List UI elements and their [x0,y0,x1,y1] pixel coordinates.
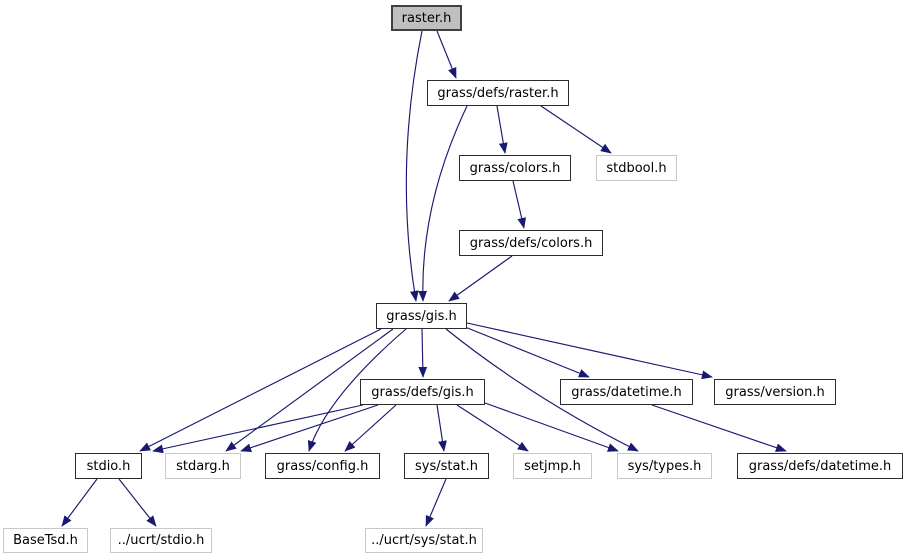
edge-gis-to-stdarg [225,328,394,452]
node-ucrt_stdio: ../ucrt/stdio.h [110,528,212,553]
node-version[interactable]: grass/version.h [714,379,836,405]
node-gis[interactable]: grass/gis.h [376,303,467,329]
edge-gis-to-stdio [139,328,382,452]
edge-gis-to-version [466,322,713,380]
edge-datetime-to-defs_datetime [651,404,787,452]
edge-stdio-to-basetsd [61,478,98,527]
edge-defs_colors-to-gis [448,255,513,302]
edge-defs_raster-to-gis [418,105,468,302]
node-datetime[interactable]: grass/datetime.h [560,379,693,405]
node-defs_raster[interactable]: grass/defs/raster.h [427,80,569,106]
edge-sys_stat-to-ucrt_sys_stat [425,478,447,527]
edge-raster-to-defs_raster [436,30,457,79]
edge-defs_gis-to-setjmp [456,404,529,452]
node-defs_datetime[interactable]: grass/defs/datetime.h [737,453,903,479]
edge-gis-to-sys_types [445,328,639,452]
edge-colors-to-defs_colors [512,180,526,229]
node-stdbool: stdbool.h [596,155,677,181]
node-defs_gis[interactable]: grass/defs/gis.h [360,379,485,405]
node-stdio[interactable]: stdio.h [75,453,142,479]
edge-raster-to-gis [405,30,423,302]
edge-defs_gis-to-stdio [152,404,364,454]
edge-gis-to-datetime [464,326,590,378]
node-colors[interactable]: grass/colors.h [459,155,571,181]
node-config[interactable]: grass/config.h [265,453,380,479]
node-sys_types: sys/types.h [617,453,712,479]
edge-defs_gis-to-config [344,404,397,452]
node-ucrt_sys_stat: ../ucrt/sys/stat.h [365,528,483,553]
edge-defs_raster-to-colors [496,105,508,154]
edge-defs_raster-to-stdbool [540,105,612,154]
edge-defs_gis-to-sys_stat [436,404,447,452]
node-raster[interactable]: raster.h [391,5,462,31]
edge-defs_gis-to-stdarg [240,404,379,452]
edge-defs_gis-to-sys_types [484,402,619,452]
edge-stdio-to-ucrt_stdio [118,478,157,527]
edge-gis-to-defs_gis [418,328,428,378]
node-stdarg: stdarg.h [165,453,241,479]
node-sys_stat[interactable]: sys/stat.h [404,453,489,479]
node-setjmp: setjmp.h [513,453,592,479]
node-basetsd: BaseTsd.h [3,528,88,553]
node-defs_colors[interactable]: grass/defs/colors.h [459,230,603,256]
edge-gis-to-config [307,328,407,452]
